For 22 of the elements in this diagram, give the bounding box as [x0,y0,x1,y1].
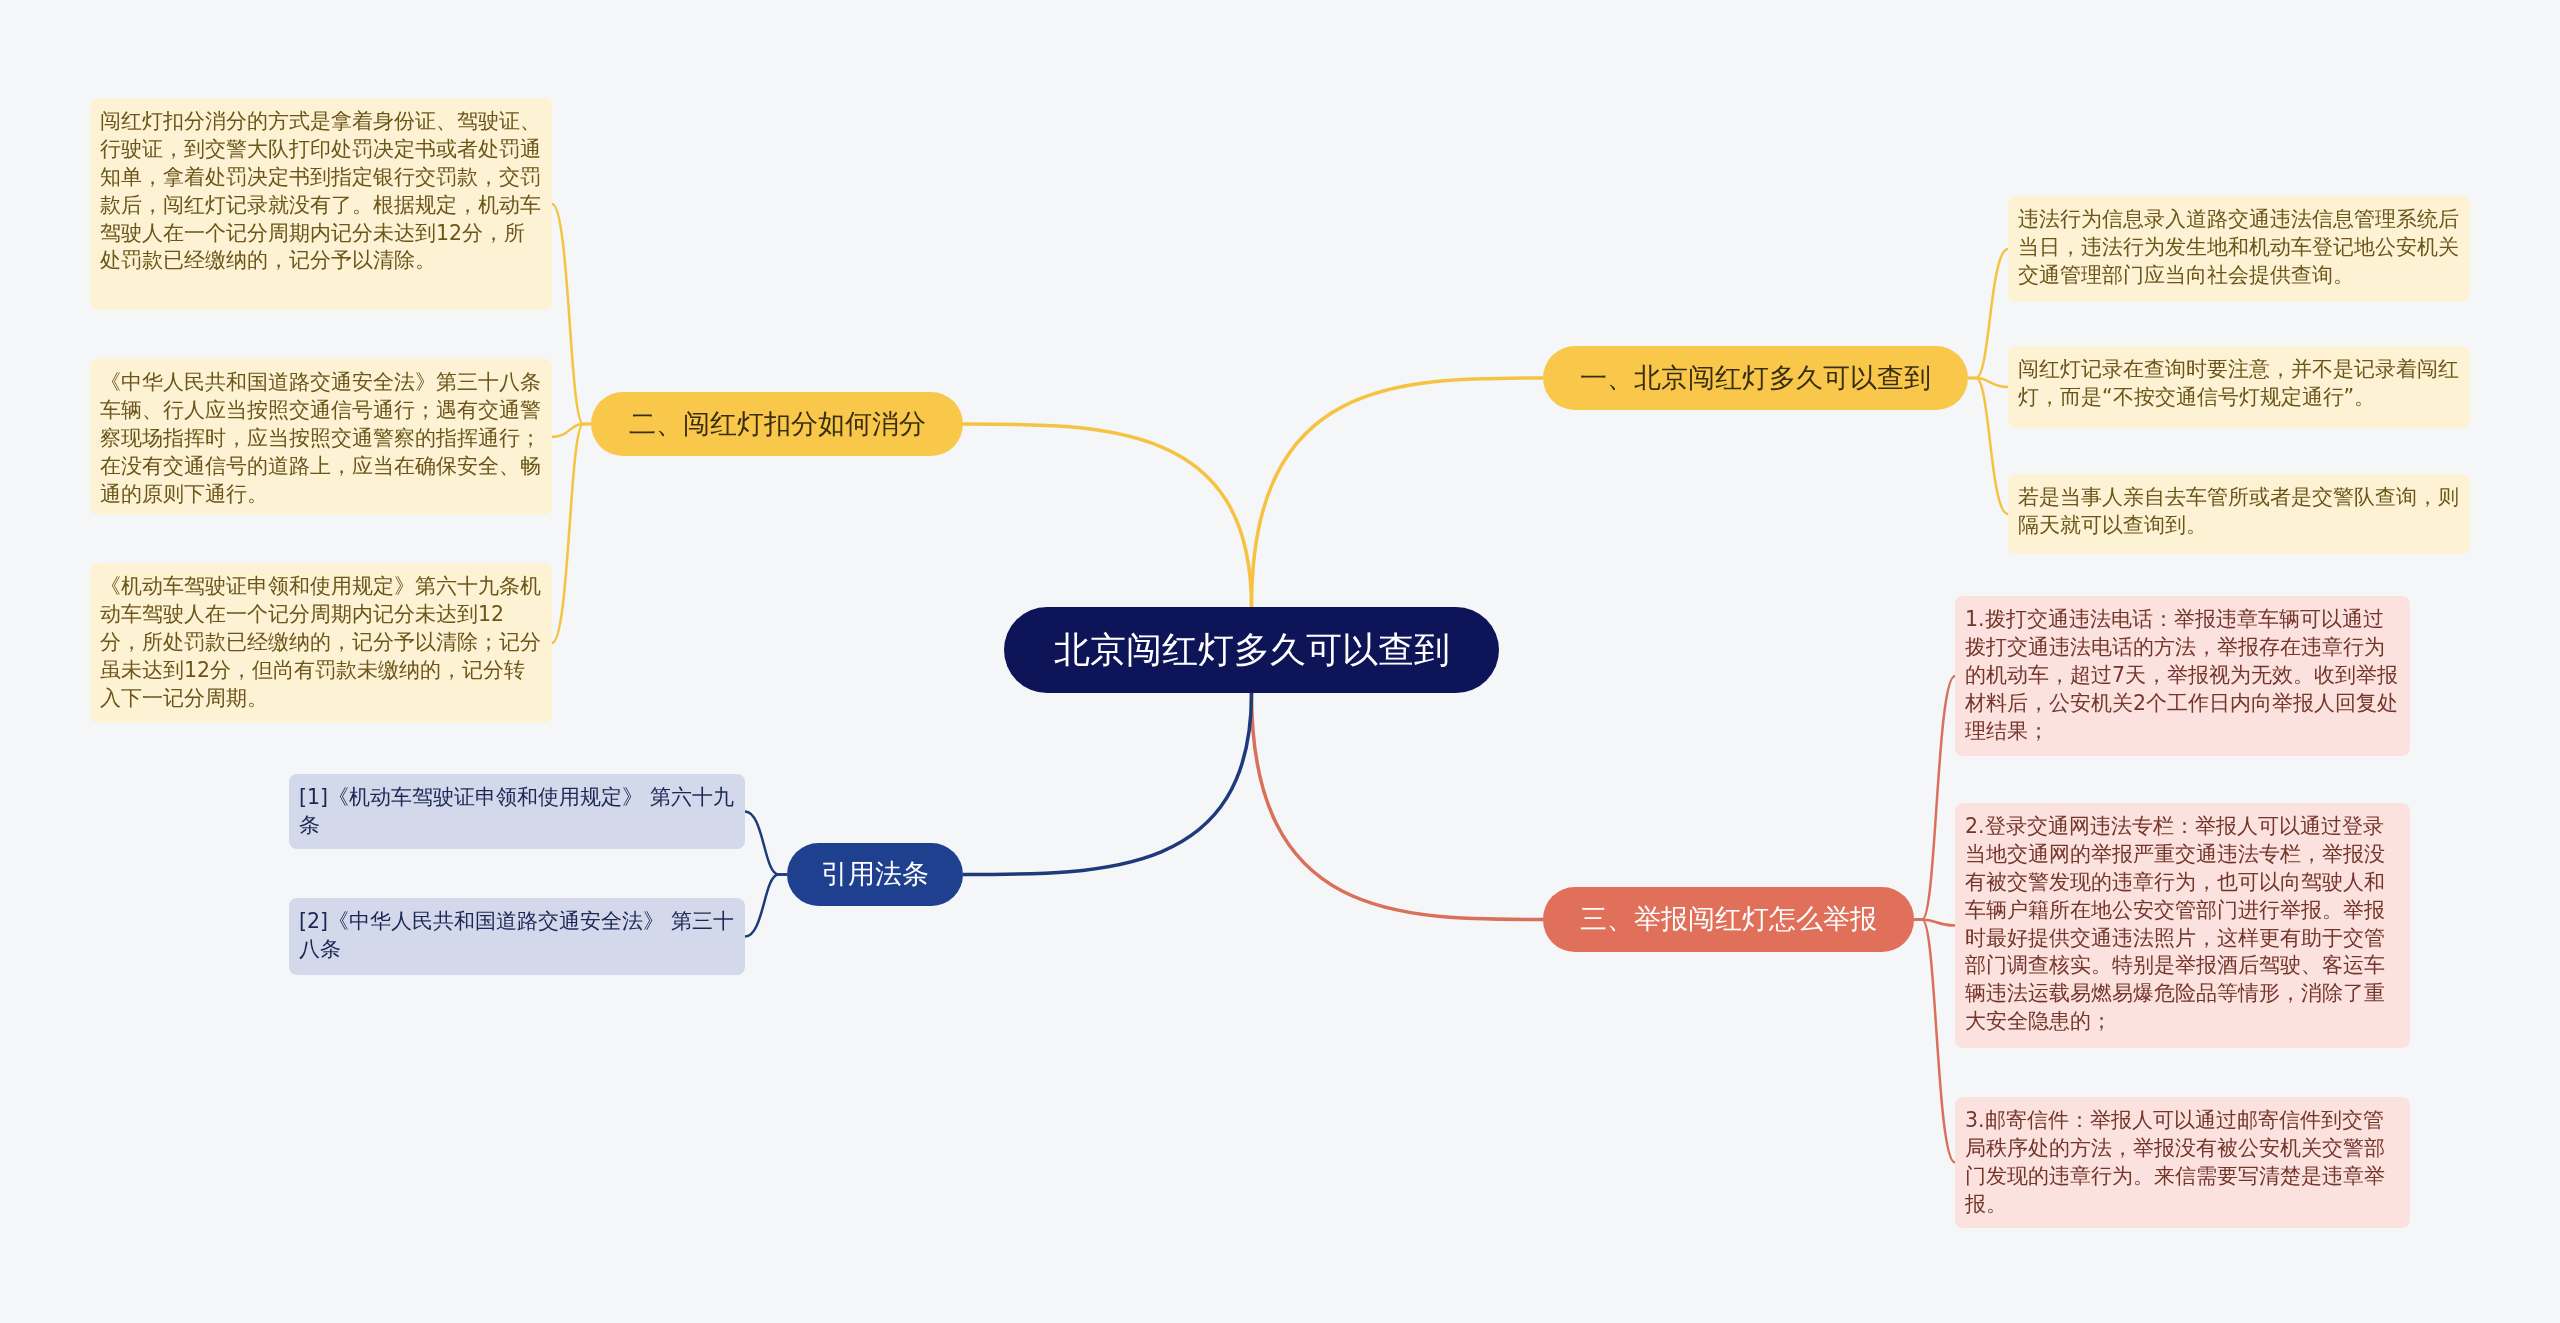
connector-line [963,422,1254,608]
note-box: 1.拨打交通违法电话：举报违章车辆可以通过拨打交通违法电话的方法，举报存在违章行为的机动车，超过7天，举报视为无效。收到举报材料后，公安机关2个工作日内向举报人回复处理结果； [1955,596,2410,756]
note-box: 违法行为信息录入道路交通违法信息管理系统后当日，违法行为发生地和机动车登记地公安机关交通管理部门应当向社会提供查询。 [2008,196,2470,302]
connector-line [963,692,1254,877]
connector-line [1968,376,2009,516]
central-topic: 北京闯红灯多久可以查到 [1004,607,1499,693]
note-box: [1]《机动车驾驶证申领和使用规定》 第六十九条 [289,774,745,849]
note-box: 若是当事人亲自去车管所或者是交警队查询，则隔天就可以查询到。 [2008,474,2470,554]
connector-line [1914,918,1956,1164]
branch-topic: 一、北京闯红灯多久可以查到 [1543,346,1968,410]
note-box: 闯红灯记录在查询时要注意，并不是记录着闯红灯，而是“不按交通信号灯规定通行”。 [2008,346,2470,428]
connector-line [551,422,591,644]
note-box: [2]《中华人民共和国道路交通安全法》 第三十八条 [289,898,745,975]
branch-topic: 引用法条 [787,843,963,906]
note-box: 《中华人民共和国道路交通安全法》第三十八条车辆、行人应当按照交通信号通行；遇有交通警察现场指挥时，应当按照交通警察的指挥通行；在没有交通信号的道路上，应当在确保安全、畅通的原则下通行。 [90,359,552,515]
note-box: 闯红灯扣分消分的方式是拿着身份证、驾驶证、行驶证，到交警大队打印处罚决定书或者处罚通知单，拿着处罚决定书到指定银行交罚款，交罚款后，闯红灯记录就没有了。根据规定，机动车驾驶人在一个记分周期内记分未达到12分，所处罚款已经缴纳的，记分予以清除。 [90,98,552,310]
note-box: 2.登录交通网违法专栏：举报人可以通过登录当地交通网的举报严重交通违法专栏，举报没有被交警发现的违章行为，也可以向驾驶人和车辆户籍所在地公安交管部门进行举报。举报时最好提供交通违法照片，这样更有助于交管部门调查核实。特别是举报酒后驾驶、客运车辆违法运载易燃易爆危险品等情形，消除了重大安全隐患的； [1955,803,2410,1048]
branch-topic: 三、举报闯红灯怎么举报 [1543,887,1914,952]
note-box: 《机动车驾驶证申领和使用规定》第六十九条机动车驾驶人在一个记分周期内记分未达到12分，所处罚款已经缴纳的，记分予以清除；记分虽未达到12分，但尚有罚款未缴纳的，记分转入下一记分周期。 [90,563,552,723]
connector-line [744,873,787,938]
branch-topic: 二、闯红灯扣分如何消分 [591,392,963,456]
note-box: 3.邮寄信件：举报人可以通过邮寄信件到交管局秩序处的方法，举报没有被公安机关交警部门发现的违章行为。来信需要写清楚是违章举报。 [1955,1097,2410,1228]
